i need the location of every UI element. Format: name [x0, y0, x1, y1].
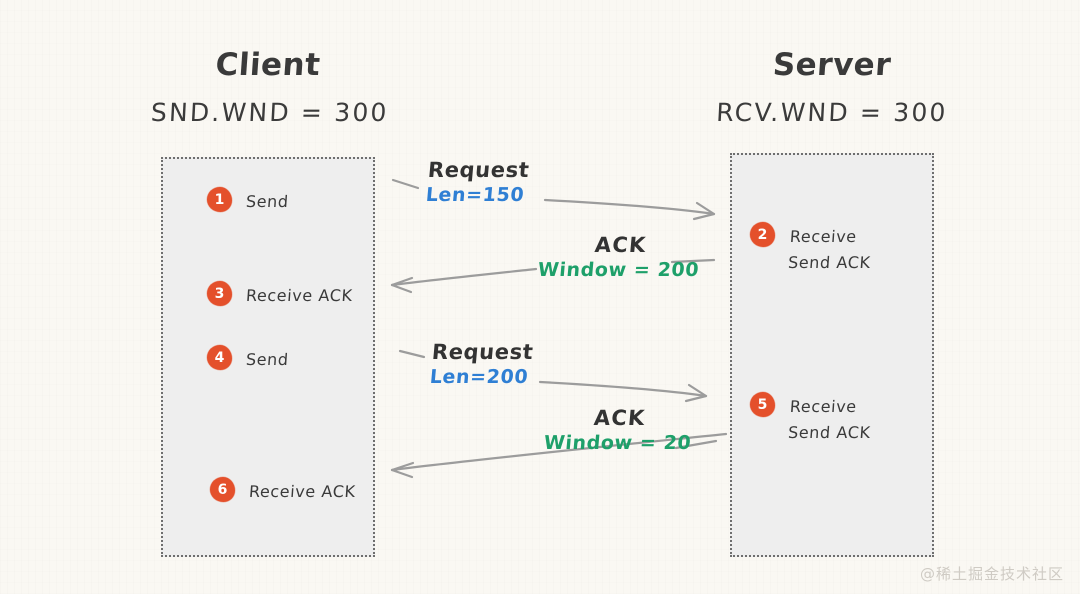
step-badge: 5 — [750, 392, 775, 417]
client-step-4: 4 Send — [207, 345, 289, 373]
message-title: Request — [427, 158, 531, 182]
message-title: Request — [431, 340, 535, 364]
request-2-arrowhead — [684, 383, 708, 403]
message-title: ACK — [592, 406, 647, 430]
message-request-1: Request Len=150 — [425, 158, 531, 206]
message-ack-2: ACK Window = 20 — [543, 406, 695, 454]
step-label: Receive Send ACK — [787, 397, 872, 443]
message-detail: Len=200 — [428, 366, 530, 388]
step-label: Send — [245, 350, 290, 369]
watermark: @稀土掘金技术社区 — [919, 565, 1064, 583]
client-window-label: SND.WND = 300 — [150, 98, 390, 127]
message-ack-1: ACK Window = 200 — [537, 233, 702, 281]
step-label: Receive ACK — [248, 482, 357, 501]
request-2-arrow — [538, 380, 708, 398]
client-step-6: 6 Receive ACK — [210, 477, 356, 505]
client-title: Client — [214, 47, 322, 83]
message-request-2: Request Len=200 — [429, 340, 535, 388]
request-1-arrowhead — [692, 201, 716, 221]
step-badge: 2 — [750, 222, 775, 247]
step-badge: 3 — [207, 281, 232, 306]
request-2-tick — [398, 349, 426, 359]
ack-1-arrowhead — [390, 276, 414, 294]
step-badge: 1 — [207, 187, 232, 212]
server-step-5: 5 Receive Send ACK — [750, 392, 872, 447]
server-title: Server — [771, 47, 893, 83]
server-lane — [730, 153, 934, 557]
step-label: Send — [245, 192, 290, 211]
step-badge: 4 — [207, 345, 232, 370]
server-step-2: 2 Receive Send ACK — [750, 222, 872, 277]
client-step-1: 1 Send — [207, 187, 289, 215]
request-1-arrow — [543, 198, 716, 216]
step-badge: 6 — [210, 477, 235, 502]
server-window-label: RCV.WND = 300 — [715, 98, 949, 127]
ack-2-arrowhead — [390, 461, 415, 479]
step-label: Receive Send ACK — [787, 227, 872, 273]
step-label: Receive ACK — [245, 286, 354, 305]
client-lane — [161, 157, 375, 557]
ack-1-arrow — [390, 267, 538, 287]
message-detail: Window = 200 — [536, 259, 701, 281]
client-step-3: 3 Receive ACK — [207, 281, 353, 309]
message-title: ACK — [593, 233, 648, 257]
message-detail: Window = 20 — [542, 432, 693, 454]
message-detail: Len=150 — [424, 184, 526, 206]
request-1-tick — [391, 178, 420, 190]
